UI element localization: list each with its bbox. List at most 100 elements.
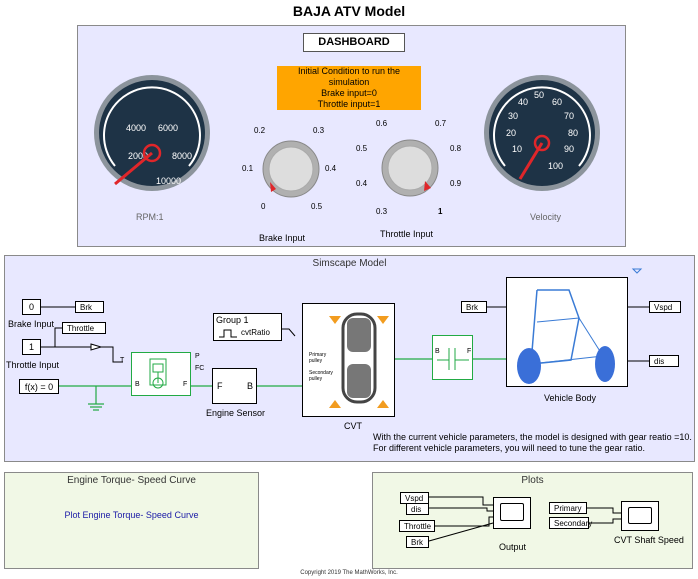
scope-screen-icon — [628, 507, 652, 524]
group-signal-label: cvtRatio — [241, 328, 270, 337]
velocity-gauge-label: Velocity — [530, 212, 562, 222]
cvt-secondary-label: Secondary pulley — [309, 370, 333, 382]
cvt-shaft-scope[interactable] — [621, 501, 659, 531]
model-title: BAJA ATV Model — [292, 3, 406, 19]
dis-goto-tag[interactable]: dis — [649, 355, 679, 367]
brake-constant[interactable]: 0 — [22, 299, 41, 315]
gauge-arc — [103, 86, 201, 167]
velocity-tick: 90 — [564, 144, 574, 154]
plots-area: Plots Vspd dis Throttle Brk Output Prima… — [372, 472, 693, 569]
velocity-tick: 100 — [548, 161, 563, 171]
engine-sensor[interactable]: F B — [212, 368, 257, 404]
engine-port-label: P — [195, 353, 200, 360]
gauge-face — [99, 80, 205, 186]
brake-tick: 0.4 — [325, 164, 337, 173]
simscape-area: Simscape Model 0 Brake — [4, 255, 695, 462]
physical-lines — [59, 358, 506, 404]
clutch-icon — [437, 348, 469, 370]
note-line: Throttle input=1 — [317, 99, 381, 109]
gain-triangle — [90, 343, 103, 351]
cvt-primary-label: Primary pulley — [309, 352, 327, 364]
simscape-title: Simscape Model — [312, 258, 387, 269]
throttle-goto-tag[interactable]: Throttle — [62, 322, 106, 334]
plots-title: Plots — [521, 475, 544, 486]
group-block[interactable]: Group 1 cvtRatio — [213, 313, 282, 341]
rpm-tick: 8000 — [172, 151, 192, 161]
brake-tick: 0.3 — [313, 126, 325, 135]
brk-from-tag[interactable]: Brk — [406, 536, 429, 548]
clutch-port-label: B — [435, 348, 440, 355]
velocity-tick: 40 — [518, 97, 528, 107]
rpm-gauge[interactable]: 2000 4000 6000 8000 10000 — [92, 73, 212, 193]
cvt-block[interactable]: Primary pulley Secondary pulley — [302, 303, 395, 417]
plots-lines — [428, 496, 621, 542]
dashboard-area: DASHBOARD Initial Condition to run the s… — [77, 25, 626, 247]
gauge-face — [489, 80, 595, 186]
gear-ratio-note-2: For different vehicle parameters, you wi… — [373, 443, 645, 453]
plot-torque-link[interactable]: Plot Engine Torque- Speed Curve — [64, 510, 199, 520]
rpm-gauge-label: RPM:1 — [136, 212, 164, 222]
cvt-label: CVT — [344, 421, 362, 431]
vehicle-body-label: Vehicle Body — [544, 393, 597, 403]
output-scope[interactable] — [493, 497, 531, 529]
engine-port-label: FC — [195, 365, 205, 372]
throttle-constant-label: Throttle Input — [6, 360, 60, 370]
signal-builder-icon — [219, 329, 237, 338]
solver-configuration[interactable]: f(x) = 0 — [19, 379, 59, 394]
engine-torque-area: Engine Torque- Speed Curve Plot Engine T… — [4, 472, 259, 569]
sensor-port-label: F — [217, 381, 223, 391]
velocity-tick: 80 — [568, 128, 578, 138]
primary-from-tag[interactable]: Primary — [549, 502, 587, 514]
dis-from-tag[interactable]: dis — [406, 503, 429, 515]
brake-constant-label: Brake Input — [8, 319, 55, 329]
throttle-tick: 0.6 — [376, 119, 388, 128]
vehicle-brk-from-tag[interactable]: Brk — [461, 301, 487, 313]
initial-condition-note[interactable]: Initial Condition to run the simulation … — [277, 66, 421, 110]
sensor-port-label: B — [247, 381, 254, 391]
gauge-arc — [493, 86, 591, 167]
clutch-block[interactable]: B F — [432, 335, 473, 380]
vspd-goto-tag[interactable]: Vspd — [649, 301, 681, 313]
rpm-tick: 6000 — [158, 123, 178, 133]
velocity-tick: 30 — [508, 111, 518, 121]
group-title: Group 1 — [216, 315, 249, 325]
rpm-tick: 2000 — [128, 151, 148, 161]
brake-tick: 0.2 — [254, 126, 266, 135]
throttle-from-tag[interactable]: Throttle — [399, 520, 435, 532]
note-line: Brake input=0 — [321, 88, 377, 98]
scope-screen-icon — [500, 503, 524, 521]
knob-pointer — [270, 182, 276, 192]
throttle-knob[interactable]: 0.3 0.4 0.5 0.6 0.7 0.8 0.9 1 — [354, 118, 466, 218]
throttle-tick: 0.5 — [356, 144, 368, 153]
velocity-tick: 70 — [564, 111, 574, 121]
throttle-constant[interactable]: 1 — [22, 339, 41, 355]
rpm-tick: 4000 — [126, 123, 146, 133]
engine-sensor-label: Engine Sensor — [206, 408, 266, 418]
brk-goto-tag[interactable]: Brk — [75, 301, 104, 313]
dashboard-title: DASHBOARD — [303, 33, 405, 52]
velocity-gauge[interactable]: 10 20 30 40 50 60 70 80 90 100 — [482, 73, 602, 193]
brake-knob[interactable]: 0 0.1 0.2 0.3 0.4 0.5 — [241, 123, 341, 215]
gear-ratio-note: With the current vehicle parameters, the… — [373, 432, 692, 442]
secondary-from-tag[interactable]: Secondary — [549, 517, 592, 529]
cvt-pulley-icon — [329, 312, 389, 408]
engine-torque-title: Engine Torque- Speed Curve — [67, 475, 196, 486]
brake-tick: 0.1 — [242, 164, 254, 173]
engine-block[interactable]: T P FC B F — [120, 352, 204, 396]
clutch-port-label: F — [467, 348, 472, 355]
knob-body — [387, 145, 433, 191]
brake-tick: 0.5 — [311, 202, 323, 211]
throttle-knob-label: Throttle Input — [380, 229, 434, 239]
cvt-shaft-scope-label: CVT Shaft Speed — [614, 535, 684, 545]
signal-lines — [41, 306, 649, 363]
rpm-tick: 10000 — [156, 176, 181, 186]
throttle-tick: 0.7 — [435, 119, 447, 128]
copyright: Copyright 2019 The MathWorks, Inc. — [300, 570, 398, 576]
engine-port-label: B — [135, 381, 140, 388]
throttle-tick: 1 — [438, 207, 443, 216]
knob-pointer — [424, 181, 431, 191]
engine-port-label: F — [183, 381, 188, 388]
velocity-tick: 20 — [506, 128, 516, 138]
throttle-tick: 0.9 — [450, 179, 462, 188]
vehicle-body-block[interactable] — [506, 277, 628, 387]
